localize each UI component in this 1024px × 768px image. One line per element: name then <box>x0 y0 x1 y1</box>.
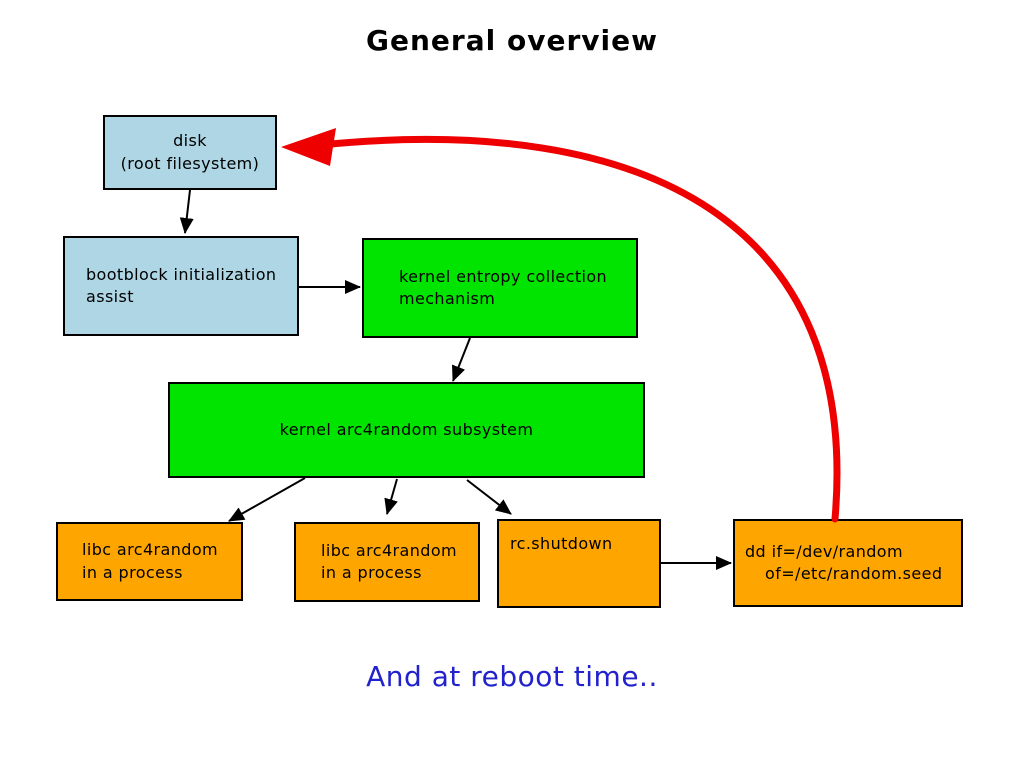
node-entropy-line2: mechanism <box>399 289 496 308</box>
node-disk-line1: disk <box>173 131 207 151</box>
arrow-arc4random-to-libc1 <box>228 477 306 522</box>
arrow-arc4random-to-libc2 <box>384 478 398 515</box>
arrow-arc4random-to-rc-shutdown <box>466 479 512 515</box>
node-dd-seed: dd if=/dev/random of=/etc/random.seed <box>733 519 963 607</box>
node-bootblock: bootblock initialization assist <box>63 236 299 336</box>
arrow-entropy-to-arc4random <box>452 337 471 382</box>
node-rc-shutdown: rc.shutdown <box>497 519 661 608</box>
node-entropy-line1: kernel entropy collection <box>399 266 608 286</box>
page-title: General overview <box>366 24 658 57</box>
node-disk: disk (root filesystem) <box>103 115 277 190</box>
node-arc4random-label: kernel arc4random subsystem <box>279 419 534 439</box>
node-libc2-line1: libc arc4random <box>321 540 457 560</box>
node-rc-shutdown-label: rc.shutdown <box>510 534 613 553</box>
node-bootblock-line1: bootblock initialization <box>86 264 277 284</box>
node-libc2-line2: in a process <box>321 563 422 582</box>
node-bootblock-line2: assist <box>86 287 134 306</box>
node-disk-line2: (root filesystem) <box>120 153 260 173</box>
reboot-time-caption: And at reboot time.. <box>366 660 658 693</box>
node-libc1-line1: libc arc4random <box>82 540 218 560</box>
node-libc-process-2: libc arc4random in a process <box>294 522 480 602</box>
node-arc4random: kernel arc4random subsystem <box>168 382 645 478</box>
arrow-disk-to-bootblock <box>179 189 194 234</box>
node-dd-line2: of=/etc/random.seed <box>765 564 943 583</box>
node-entropy: kernel entropy collection mechanism <box>362 238 638 338</box>
arrow-reboot-arrowhead <box>281 128 336 166</box>
node-libc-process-1: libc arc4random in a process <box>56 522 243 601</box>
node-libc1-line2: in a process <box>82 562 183 582</box>
node-dd-line1: dd if=/dev/random <box>745 541 903 561</box>
